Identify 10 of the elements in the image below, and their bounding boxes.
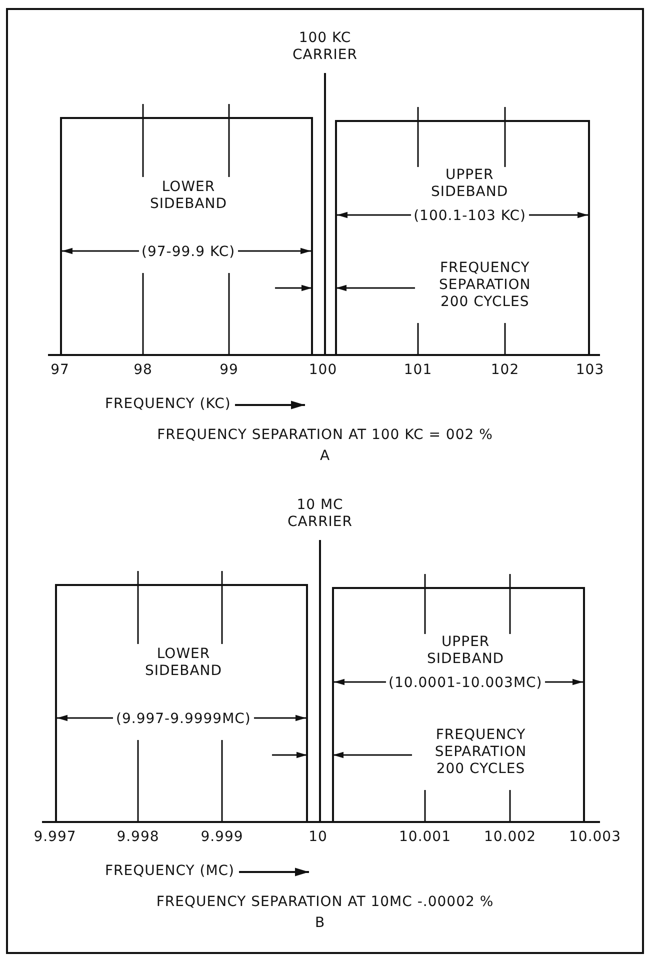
sideband-box [335,120,590,355]
sideband-box [60,117,313,355]
frequency-range-label: (9.997-9.9999MC) [113,711,254,728]
sideband-box [332,587,585,822]
frequency-range-label: (10.0001-10.003MC) [386,675,546,692]
frequency-range-label: (100.1-103 KC) [410,208,530,225]
axis-title: FREQUENCY (KC) [105,396,231,413]
sideband-box [55,584,308,822]
frequency-range-label: (97-99.9 KC) [138,244,238,261]
axis-title: FREQUENCY (MC) [105,863,235,880]
